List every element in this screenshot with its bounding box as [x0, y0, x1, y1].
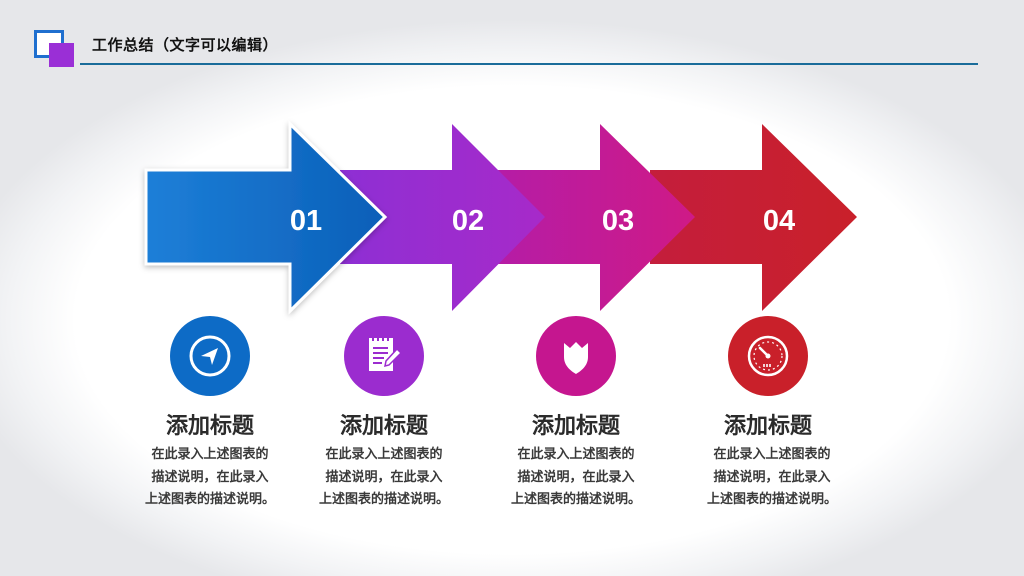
- step-icon-circle-1: [170, 316, 250, 396]
- title-divider: [80, 63, 978, 65]
- step-icon-circle-4: [728, 316, 808, 396]
- desc-line: 描述说明，在此录入: [151, 469, 269, 485]
- logo-square-filled: [49, 43, 74, 67]
- desc-line: 在此录入上述图表的: [713, 447, 831, 462]
- desc-line: 在此录入上述图表的: [325, 447, 443, 462]
- logo: [34, 30, 76, 68]
- desc-line: 上述图表的描述说明。: [144, 492, 275, 507]
- step-title-4: 添加标题: [723, 414, 812, 439]
- desc-line: 上述图表的描述说明。: [318, 492, 449, 507]
- desc-line: 上述图表的描述说明。: [706, 492, 837, 507]
- shield-crown-icon: [564, 342, 588, 374]
- step-number-1: 01: [290, 205, 322, 237]
- step-description-3: 在此录入上述图表的 描述说明，在此录入 上述图表的描述说明。: [476, 444, 676, 512]
- desc-line: 在此录入上述图表的: [151, 447, 269, 462]
- step-icon-circle-2: [344, 316, 424, 396]
- arrow-step-1: [144, 120, 388, 315]
- page-title: 工作总结（文字可以编辑）: [92, 36, 279, 54]
- step-number-4: 04: [763, 205, 795, 237]
- navigation-icon: [189, 335, 231, 377]
- step-number-2: 02: [452, 205, 484, 237]
- step-number-3: 03: [602, 205, 634, 237]
- desc-line: 在此录入上述图表的: [517, 447, 635, 462]
- step-description-1: 在此录入上述图表的 描述说明，在此录入 上述图表的描述说明。: [110, 444, 310, 512]
- arrow-step-2: [340, 124, 545, 311]
- desc-line: 描述说明，在此录入: [713, 469, 831, 485]
- desc-line: 描述说明，在此录入: [325, 469, 443, 485]
- arrow-step-4: [650, 124, 857, 311]
- desc-line: 描述说明，在此录入: [517, 469, 635, 485]
- speedometer-icon: [747, 335, 789, 377]
- step-icon-circle-3: [536, 316, 616, 396]
- desc-line: 上述图表的描述说明。: [510, 492, 641, 507]
- step-title-1: 添加标题: [165, 414, 254, 439]
- step-description-4: 在此录入上述图表的 描述说明，在此录入 上述图表的描述说明。: [672, 444, 872, 512]
- step-title-2: 添加标题: [339, 414, 428, 439]
- notepad-pencil-icon: [369, 338, 403, 371]
- step-description-2: 在此录入上述图表的 描述说明，在此录入 上述图表的描述说明。: [284, 444, 484, 512]
- arrow-step-3: [498, 124, 695, 311]
- step-title-3: 添加标题: [531, 414, 620, 439]
